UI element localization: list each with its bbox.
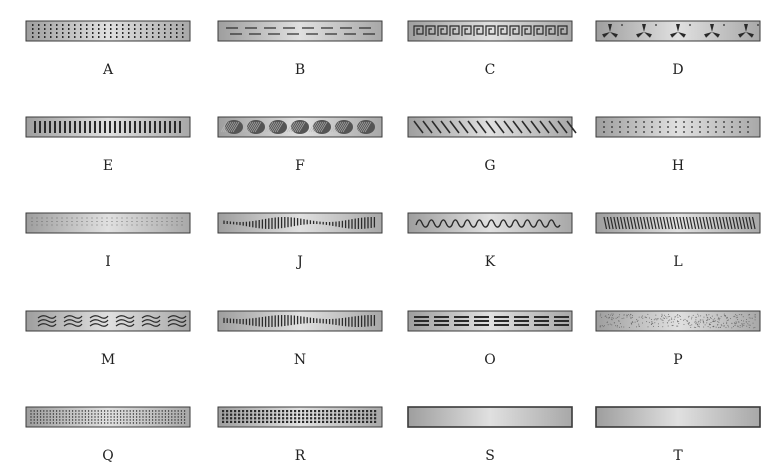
drain-label: T: [673, 448, 683, 464]
drain-grate-s: [407, 406, 573, 428]
drain-label: R: [294, 448, 306, 464]
drain-label: K: [484, 254, 496, 270]
drain-label: J: [297, 254, 303, 270]
drain-grate-h: [595, 116, 761, 138]
drain-label: I: [105, 254, 111, 270]
drain-label: M: [100, 352, 116, 368]
drain-grate-m: [25, 310, 191, 332]
drain-label: G: [484, 158, 496, 174]
drain-grate-d: [595, 20, 761, 42]
drain-label: E: [102, 158, 114, 174]
drain-label: O: [484, 352, 496, 368]
drain-grate-c: [407, 20, 573, 42]
drain-grate-r: [217, 406, 383, 428]
drain-label: A: [102, 62, 114, 78]
drain-label: P: [673, 352, 683, 368]
drain-grate-e: [25, 116, 191, 138]
drain-grate-f: [217, 116, 383, 138]
drain-grate-k: [407, 212, 573, 234]
drain-label: C: [484, 62, 496, 78]
drain-label: S: [485, 448, 495, 464]
drain-grate-o: [407, 310, 573, 332]
drain-grate-q: [25, 406, 191, 428]
drain-grate-g: [407, 116, 577, 138]
drain-label: F: [295, 158, 305, 174]
drain-grate-t: [595, 406, 761, 428]
drain-grate-b: [217, 20, 383, 42]
drain-label: L: [673, 254, 683, 270]
drain-label: N: [293, 352, 307, 368]
drain-grate-a: [25, 20, 191, 42]
drain-label: Q: [102, 448, 114, 464]
drain-grate-j: [217, 212, 383, 234]
drain-grate-p: [595, 310, 761, 332]
drain-grate-n: [217, 310, 383, 332]
drain-label: D: [672, 62, 684, 78]
drain-label: H: [671, 158, 685, 174]
drain-grate-l: [595, 212, 761, 234]
drain-grate-i: [25, 212, 191, 234]
drain-label: B: [294, 62, 306, 78]
